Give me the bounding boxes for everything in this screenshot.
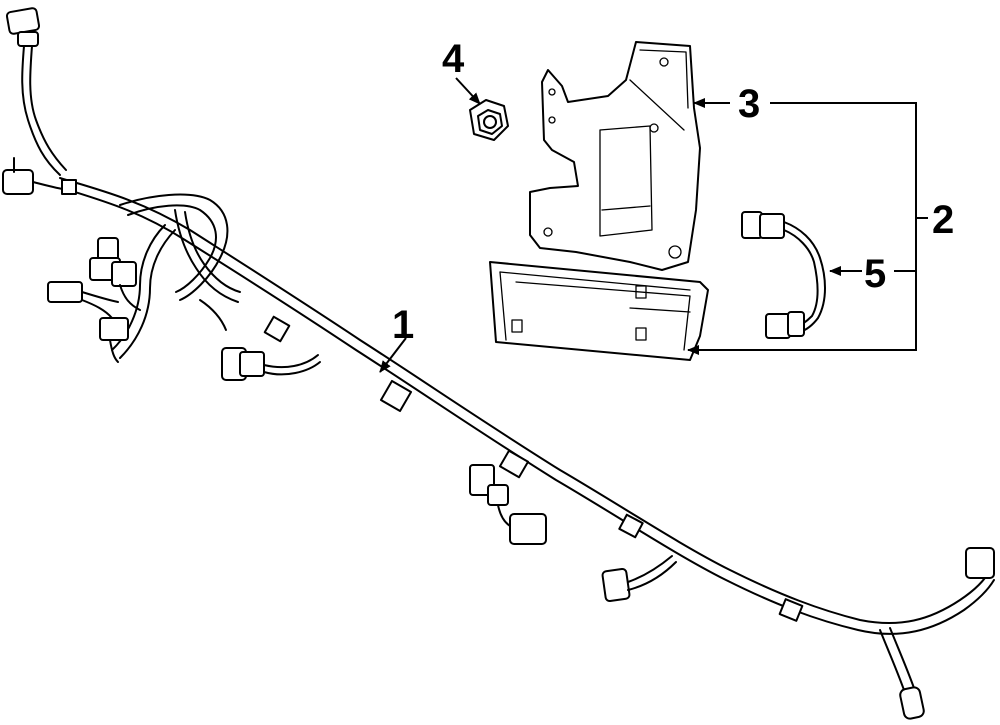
leader-lines <box>379 77 928 373</box>
callout-4: 4 <box>442 37 465 81</box>
harness-loop-bundle <box>111 193 241 359</box>
harness-connector-cluster-left <box>47 237 141 363</box>
harness-clip <box>778 598 804 622</box>
harness-connector-lower-right <box>601 555 677 603</box>
nut <box>469 99 509 141</box>
bracket <box>529 41 701 271</box>
harness-connector-lower-center <box>469 464 547 545</box>
callout-2: 2 <box>932 198 954 242</box>
leader-4 <box>455 77 481 105</box>
harness-connector-left <box>2 157 69 195</box>
callout-3: 3 <box>738 82 760 126</box>
wiring-harness <box>2 7 995 720</box>
harness-clip <box>379 379 413 413</box>
control-module <box>489 261 709 361</box>
harness-clip <box>263 315 291 343</box>
callout-1: 1 <box>392 303 414 347</box>
harness-clip <box>618 513 644 539</box>
callout-5: 5 <box>864 252 886 296</box>
leader-1 <box>379 337 407 373</box>
harness-clip <box>61 179 77 195</box>
harness-connector-center <box>221 347 321 381</box>
harness-connector-top-left <box>5 7 67 176</box>
harness-connector-right <box>879 547 995 720</box>
harness-clip <box>498 449 530 479</box>
jumper-harness <box>741 211 826 339</box>
leader-2-group <box>687 102 917 355</box>
